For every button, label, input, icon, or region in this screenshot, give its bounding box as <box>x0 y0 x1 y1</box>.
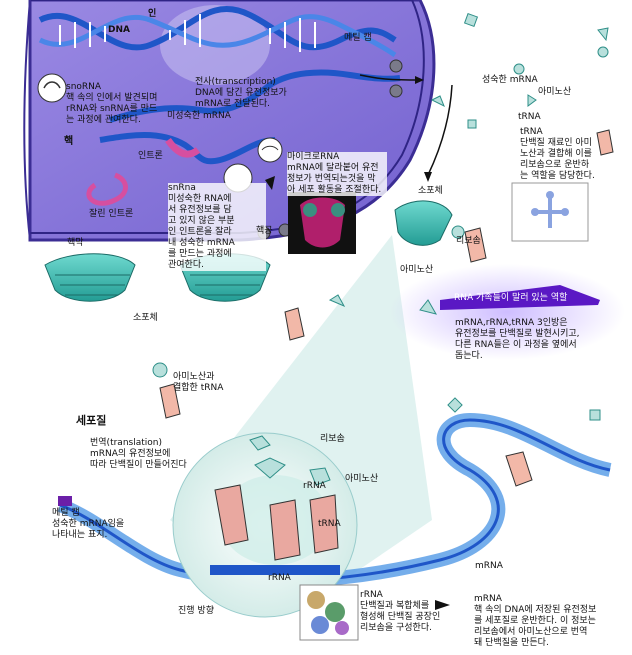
microrna-image <box>288 192 356 254</box>
label-nucleolus: 인 <box>148 9 157 19</box>
note-translation: 번역(translation) mRNA의 유전정보에 따라 단백질이 만들어진… <box>90 438 187 470</box>
label-ribosome: 리보솜 <box>456 236 481 246</box>
zoomed-ribosome <box>172 432 358 618</box>
label-nuclear-envelope: 핵막 <box>67 238 84 248</box>
label-immature-mrna: 미성숙한 mRNA <box>167 111 231 121</box>
note-microrna: 마이크로RNA mRNA에 달라붙어 유전 정보가 번역되는것을 막 아 세포 … <box>287 152 387 196</box>
note-rna-roles: mRNA,rRNA,tRNA 3인방은 유전정보를 단백질로 발현시키고, 다른… <box>455 318 580 361</box>
label-rrna-bottom: rRNA <box>268 573 291 583</box>
label-cytoplasm: 세포질 <box>76 414 107 427</box>
rna-banner: RNA 가족들이 말러 있는 역할 <box>454 293 568 303</box>
immature-mrna-strand <box>99 69 401 165</box>
label-er-left: 소포체 <box>133 313 158 323</box>
label-dna: DNA <box>108 25 130 35</box>
dna-helix <box>38 6 397 58</box>
note-methyl-cap: 메틸 캡 성숙한 mRNA임을 나타내는 표지. <box>52 508 125 540</box>
free-trna-molecules <box>159 129 614 487</box>
label-ribosome-lower: 리보솜 <box>320 434 345 444</box>
note-transcription: 전사(transcription) DNA에 담긴 유전정보가 mRNA로 전달… <box>195 77 287 109</box>
label-cut-intron: 잘린 인트론 <box>89 209 134 219</box>
label-amino-acid-inner: 아미노산 <box>345 474 379 484</box>
label-intron: 인트론 <box>138 151 163 161</box>
endoplasmic-reticulum-left <box>44 253 136 302</box>
trna-cloverleaf-inset <box>511 182 589 242</box>
label-mrna-bottom: mRNA <box>475 561 503 571</box>
cut-intron <box>86 172 128 206</box>
label-trna-short: tRNA <box>518 112 541 122</box>
note-snorna: snoRNA 핵 속의 인에서 발견되며 rRNA와 snRNA를 만드 는 과… <box>66 82 158 125</box>
label-methyl-cap-top: 메틸 캡 <box>344 33 372 43</box>
note-snrna: snRna 미성숙한 RNA에 서 유전정보를 담 고 있지 않은 부분 인 인… <box>168 183 266 271</box>
cytoplasm-mrna-ribbon <box>57 412 612 588</box>
label-amino-acid-top: 아미노산 <box>538 87 572 97</box>
label-trna-inner: tRNA <box>318 519 341 529</box>
amino-acids <box>152 12 609 421</box>
label-nuclear-pore: 핵공 <box>256 226 273 236</box>
process-arrows <box>359 74 453 176</box>
rna-family-highlight <box>389 264 625 360</box>
label-mature-mrna-top: 성숙한 mRNA <box>482 75 538 85</box>
arrow-heads <box>265 76 450 610</box>
label-amino-acid-mid: 아미노산 <box>400 265 434 275</box>
label-nucleus: 핵 <box>64 136 74 147</box>
label-er-right: 소포체 <box>418 186 443 196</box>
note-rrna: rRNA 단백질과 복합체를 형성해 단백질 공장인 리보솜을 구성한다. <box>360 590 441 633</box>
note-amino-trna: 아미노산과 결합한 tRNA <box>173 372 224 393</box>
snorna-molecule <box>37 73 67 103</box>
endoplasmic-reticulum-top <box>394 200 453 246</box>
label-rrna-inner: rRNA <box>303 481 326 491</box>
rrna-structure-image <box>299 584 359 641</box>
note-trna: tRNA 단백질 재료인 아미 노산과 결합해 이를 리보솜으로 운반하 는 역… <box>520 127 595 181</box>
note-mrna: mRNA 핵 속의 DNA에 저장된 유전정보 를 세포질로 운반한다. 이 정… <box>474 594 597 648</box>
label-direction: 진행 방향 <box>178 606 214 616</box>
